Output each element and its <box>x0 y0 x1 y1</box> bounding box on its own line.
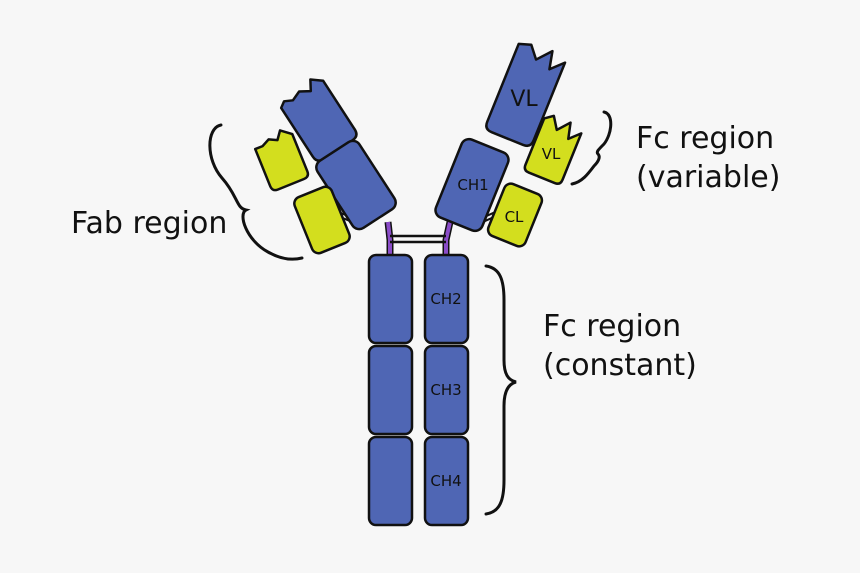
left-heavy-arm <box>279 78 358 162</box>
ch1-label: CH1 <box>457 176 488 194</box>
left-light-variable-domain <box>253 129 310 192</box>
cl-label: CL <box>505 208 524 226</box>
fc-variable-label-line1: Fc region <box>636 121 774 156</box>
fab-brace <box>208 123 304 261</box>
light-vl-label: VL <box>542 145 561 163</box>
right-ch2-domain <box>423 253 470 345</box>
left-ch4-domain <box>367 435 414 527</box>
left-ch3-domain <box>367 344 414 436</box>
ch2-label: CH2 <box>430 290 461 308</box>
right-light-variable-domain <box>523 114 583 185</box>
right-heavy-variable-domain <box>485 42 567 148</box>
ch3-label: CH3 <box>430 381 461 399</box>
right-ch3-domain <box>423 344 470 436</box>
right-ch1-domain <box>434 137 510 233</box>
right-ch4-domain <box>423 435 470 527</box>
fab-region-label: Fab region <box>71 206 227 241</box>
ch4-label: CH4 <box>430 472 461 490</box>
fc-constant-brace <box>484 264 517 516</box>
fc-variable-label-line2: (variable) <box>636 160 780 195</box>
fc-constant-label-line2: (constant) <box>543 348 697 383</box>
right-cl-domain <box>486 182 544 248</box>
left-cl-domain <box>293 185 351 255</box>
heavy-vl-label: VL <box>510 87 538 112</box>
fc-constant-label-line1: Fc region <box>543 309 681 344</box>
left-heavy-variable-domain <box>279 78 358 162</box>
fc-variable-brace <box>570 110 613 186</box>
left-ch2-domain <box>367 253 414 345</box>
